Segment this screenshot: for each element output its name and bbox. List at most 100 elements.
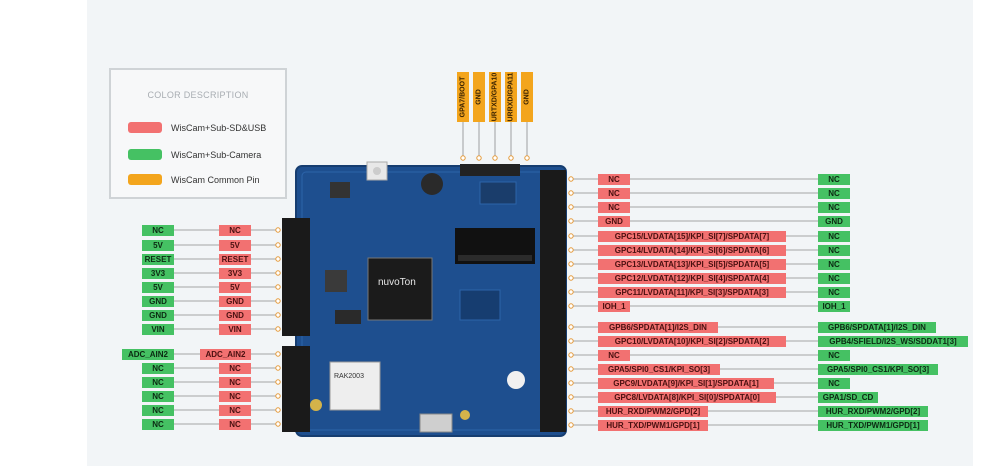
right-cam-pin: NC [818,174,850,185]
left-sd-pin: 5V [219,240,251,251]
left-cam-pin: RESET [142,254,174,265]
pin-dot [568,218,574,224]
right-cam-pin: NC [818,378,850,389]
pin-dot [275,407,281,413]
legend-swatch-camera [128,149,162,160]
pin-dot [508,155,514,161]
pin-dot [476,155,482,161]
pin-dot [275,227,281,233]
left-sd-pin: NC [219,225,251,236]
right-cam-pin: NC [818,273,850,284]
pin-dot [568,303,574,309]
legend-label-common: WisCam Common Pin [171,175,260,185]
pin-dot [275,312,281,318]
right-cam-pin: NC [818,350,850,361]
left-cam-pin: 5V [142,240,174,251]
right-sd-pin: GPC12/LVDATA[12]/KPI_SI[4]/SPDATA[4] [598,273,786,284]
right-cam-pin: NC [818,259,850,270]
pin-dot [460,155,466,161]
top-pin-label: GND [475,89,483,105]
right-cam-pin: IOH_1 [818,301,850,312]
pin-dot [568,394,574,400]
left-sd-pin: GND [219,296,251,307]
pin-dot [568,324,574,330]
pin-dot [568,204,574,210]
right-cam-pin: HUR_RXD/PWM2/GPD[2] [818,406,928,417]
rak-module [329,361,381,411]
right-sd-pin: GPA5/SPI0_CS1/KPI_SO[3] [598,364,720,375]
left-cam-pin: 5V [142,282,174,293]
right-sd-pin: GPC8/LVDATA[8]/KPI_SI[0]/SPDATA[0] [598,392,776,403]
microphone [421,173,443,195]
pin-dot [524,155,530,161]
left-sd-pin: NC [219,405,251,416]
left-lower-header [282,346,310,432]
module-label: RAK2003 [334,373,364,380]
left-sd-pin: NC [219,391,251,402]
right-sd-pin: GPC13/LVDATA[13]/KPI_SI[5]/SPDATA[5] [598,259,786,270]
pin-dot [568,176,574,182]
right-sd-pin: GPC15/LVDATA[15]/KPI_SI[7]/SPDATA[7] [598,231,786,242]
pin-dot [275,326,281,332]
left-sd-pin: NC [219,419,251,430]
main-chip [367,257,433,321]
left-cam-pin: NC [142,391,174,402]
left-cam-pin: VIN [142,324,174,335]
pin-dot [568,289,574,295]
pin-dot [568,366,574,372]
right-sd-pin: NC [598,350,630,361]
left-cam-pin: ADC_AIN2 [122,349,174,360]
left-cam-pin: NC [142,377,174,388]
left-sd-pin: ADC_AIN2 [200,349,251,360]
pin-dot [568,408,574,414]
right-cam-pin: HUR_TXD/PWM1/GPD[1] [818,420,928,431]
right-cam-pin: GPB4/SFIELD/I2S_WS/SDDAT1[3] [818,336,968,347]
usb-port [419,413,453,433]
top-pin-label: GPA7/BOOT [459,76,467,118]
left-sd-pin: VIN [219,324,251,335]
right-sd-pin: IOH_1 [598,301,630,312]
right-cam-pin: GPB6/SPDATA[1]/I2S_DIN [818,322,936,333]
pin-dot [492,155,498,161]
pin-dot [275,298,281,304]
top-pin-gnd-2: GND [521,72,533,122]
left-cam-pin: NC [142,225,174,236]
right-cam-pin: NC [818,287,850,298]
left-sd-pin: GND [219,310,251,321]
pin-dot [568,338,574,344]
chip-brand: nuvoTon [378,277,416,288]
top-pin-urrxd: URRXD/GPA11 [505,72,517,122]
left-upper-header [282,218,310,336]
pin-dot [275,421,281,427]
legend-title: COLOR DESCRIPTION [147,90,249,100]
pin-dot [275,270,281,276]
right-sd-pin: GPC11/LVDATA[11]/KPI_SI[3]/SPDATA[3] [598,287,786,298]
right-cam-pin: GPA1/SD_CD [818,392,878,403]
pin-dot [568,275,574,281]
top-pin-label: GND [523,89,531,105]
pin-dot [568,247,574,253]
pin-dot [275,393,281,399]
left-sd-pin: RESET [219,254,251,265]
left-cam-pin: NC [142,363,174,374]
pin-dot [568,352,574,358]
right-cam-pin: GND [818,216,850,227]
legend-label-camera: WisCam+Sub-Camera [171,150,262,160]
left-sd-pin: NC [219,377,251,388]
left-cam-pin: NC [142,419,174,430]
pin-dot [275,351,281,357]
left-sd-pin: 3V3 [219,268,251,279]
legend-label-sd: WisCam+Sub-SD&USB [171,123,267,133]
right-header [540,170,566,432]
left-cam-pin: NC [142,405,174,416]
pin-dot [275,242,281,248]
pin-dot [568,380,574,386]
pin-dot [275,365,281,371]
right-sd-pin: GPB6/SPDATA[1]/I2S_DIN [598,322,718,333]
right-sd-pin: NC [598,188,630,199]
top-pin-label: URRXD/GPA11 [507,72,515,122]
pin-dot [568,190,574,196]
left-sd-pin: 5V [219,282,251,293]
left-cam-pin: GND [142,310,174,321]
